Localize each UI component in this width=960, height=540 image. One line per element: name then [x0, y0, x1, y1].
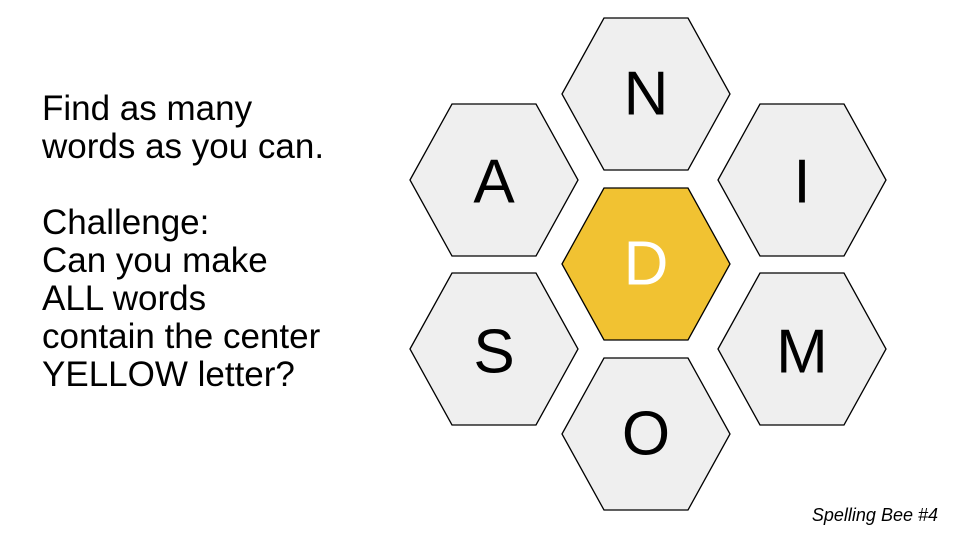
hex-cell [409, 103, 579, 257]
instruction-line: Find as many [42, 89, 253, 128]
instruction-line: YELLOW letter? [42, 355, 295, 394]
hex-tile-bottom[interactable]: O [561, 357, 731, 511]
hex-letter: I [793, 148, 810, 217]
hex-cell [409, 272, 579, 426]
instruction-line: contain the center [42, 317, 321, 356]
hex-letter: O [622, 400, 670, 469]
hex-cell [717, 272, 887, 426]
hex-tile-lower-left[interactable]: S [409, 272, 579, 426]
hex-tile-upper-right[interactable]: I [717, 103, 887, 257]
hex-cell [561, 187, 731, 341]
hex-letter: A [473, 148, 515, 217]
hex-letter: N [624, 60, 669, 129]
instructions-text: Find as many words as you can. Challenge… [42, 90, 382, 394]
hex-tile-lower-right[interactable]: M [717, 272, 887, 426]
hex-tile-upper-left[interactable]: A [409, 103, 579, 257]
hex-tile-center[interactable]: D [561, 187, 731, 341]
hex-cell [561, 357, 731, 511]
hex-cell [561, 17, 731, 171]
instruction-line: words as you can. [42, 127, 325, 166]
hex-cell [717, 103, 887, 257]
hex-tile-top[interactable]: N [561, 17, 731, 171]
instruction-line: ALL words [42, 279, 207, 318]
puzzle-number-label: Spelling Bee #4 [811, 505, 938, 525]
instruction-line: Can you make [42, 241, 268, 280]
hex-letter: D [624, 230, 669, 299]
instruction-line: Challenge: [42, 203, 210, 242]
hex-letter: S [473, 318, 514, 387]
hex-letter: M [776, 318, 828, 387]
